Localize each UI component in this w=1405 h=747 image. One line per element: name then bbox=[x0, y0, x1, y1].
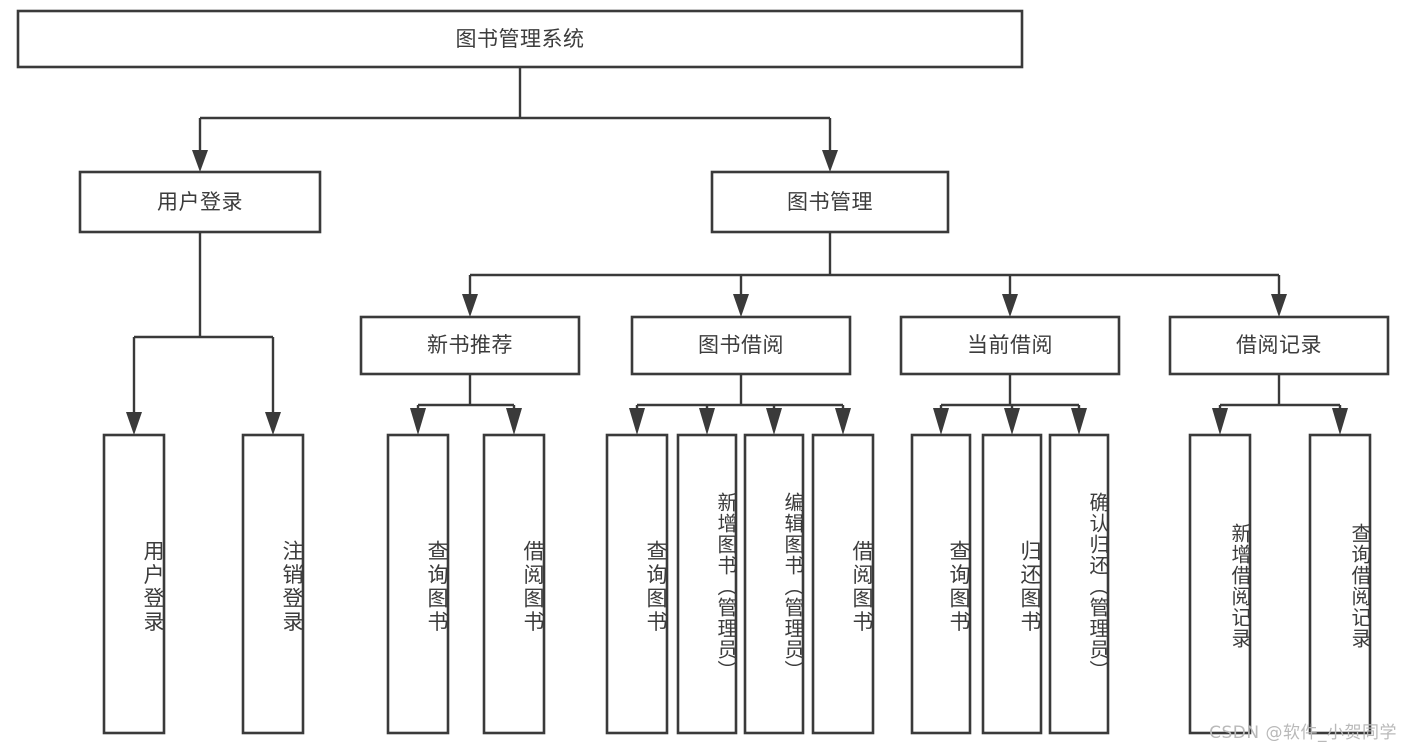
arrow-head-leaf-book-borrow-1 bbox=[699, 408, 715, 435]
node-box-leaf-current-borrow-0[interactable] bbox=[910, 433, 972, 735]
arrow-head-borrow-record bbox=[1271, 294, 1287, 317]
arrow-head-leaf-borrow-record-0 bbox=[1212, 408, 1228, 435]
arrow-head-leaf-user-login-0 bbox=[126, 412, 142, 435]
node-box-leaf-book-borrow-1[interactable] bbox=[676, 433, 738, 735]
arrow-head-leaf-book-borrow-3 bbox=[835, 408, 851, 435]
arrow-head-leaf-current-borrow-0 bbox=[933, 408, 949, 435]
arrow-head-leaf-current-borrow-1 bbox=[1004, 408, 1020, 435]
node-box-leaf-book-borrow-3[interactable] bbox=[811, 433, 875, 735]
node-box-leaf-current-borrow-2[interactable] bbox=[1048, 433, 1110, 735]
node-box-user-login[interactable] bbox=[78, 170, 322, 234]
node-box-leaf-current-borrow-1[interactable] bbox=[981, 433, 1043, 735]
arrow-head-leaf-current-borrow-2 bbox=[1071, 408, 1087, 435]
node-box-new-book-recommend[interactable] bbox=[359, 315, 581, 376]
node-box-root[interactable] bbox=[16, 9, 1024, 69]
node-box-current-borrow[interactable] bbox=[899, 315, 1121, 376]
node-box-leaf-user-login-0[interactable] bbox=[102, 433, 166, 735]
arrow-head-leaf-new-book-1 bbox=[506, 408, 522, 435]
arrow-head-book-borrow bbox=[733, 294, 749, 317]
node-box-leaf-book-borrow-2[interactable] bbox=[743, 433, 805, 735]
node-box-leaf-borrow-record-1[interactable] bbox=[1308, 433, 1372, 735]
arrow-head-leaf-new-book-0 bbox=[410, 408, 426, 435]
arrow-head-current-borrow bbox=[1002, 294, 1018, 317]
node-box-leaf-new-book-1[interactable] bbox=[482, 433, 546, 735]
node-box-leaf-user-login-1[interactable] bbox=[241, 433, 305, 735]
arrow-head-book-manage bbox=[822, 150, 838, 172]
node-box-leaf-borrow-record-0[interactable] bbox=[1188, 433, 1252, 735]
arrow-head-leaf-user-login-1 bbox=[265, 412, 281, 435]
arrow-head-leaf-book-borrow-2 bbox=[766, 408, 782, 435]
node-box-book-borrow[interactable] bbox=[630, 315, 852, 376]
node-box-leaf-new-book-0[interactable] bbox=[386, 433, 450, 735]
node-box-book-manage[interactable] bbox=[710, 170, 950, 234]
arrow-head-new-book-recommend bbox=[462, 294, 478, 317]
arrow-head-user-login bbox=[192, 150, 208, 172]
node-box-borrow-record[interactable] bbox=[1168, 315, 1390, 376]
node-box-leaf-book-borrow-0[interactable] bbox=[605, 433, 669, 735]
arrow-head-leaf-borrow-record-1 bbox=[1332, 408, 1348, 435]
arrow-head-leaf-book-borrow-0 bbox=[629, 408, 645, 435]
